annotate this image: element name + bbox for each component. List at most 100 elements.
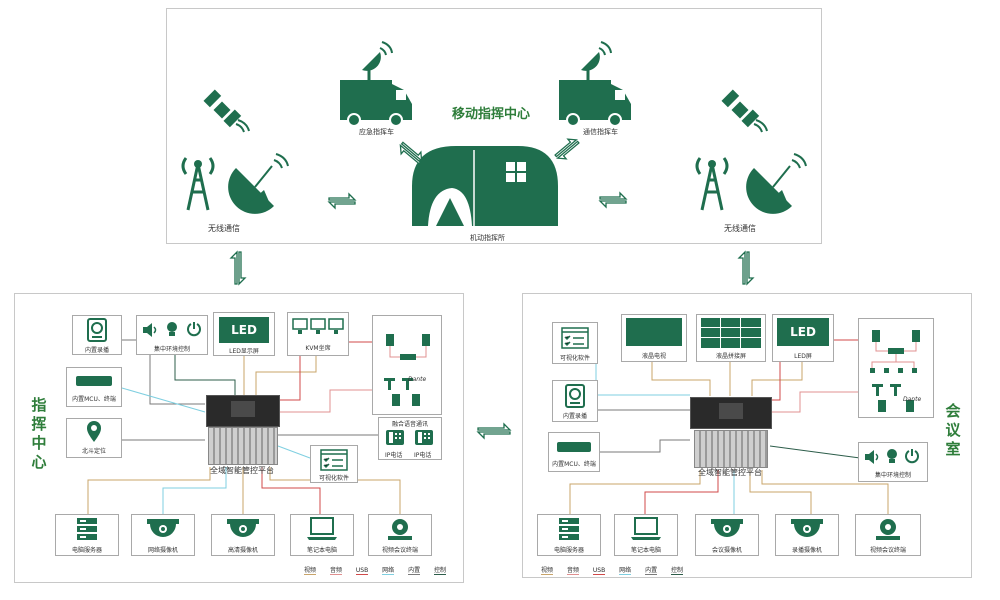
visual-software-label: 可视化软件: [318, 475, 349, 482]
video-wall-icon: [701, 318, 761, 348]
net-camera-label: 网络摄像机: [147, 547, 178, 554]
legend-item: 内置: [645, 567, 658, 575]
radio-tower-icon-left: [181, 157, 215, 211]
laptop-label-right: 笔记本电脑: [630, 547, 661, 554]
server-label: 电脑服务器: [71, 547, 102, 554]
legend-item: 控制: [671, 567, 684, 575]
satellite-dish-icon-left: [228, 153, 289, 214]
power-icon: [905, 449, 919, 464]
kvm-monitors-icon: [292, 318, 344, 334]
led-text-right: LED: [790, 325, 816, 339]
command-tent-label: 机动指挥所: [470, 234, 505, 242]
satellite-icon-right: [721, 89, 768, 133]
exchange-arrow-icon: [598, 191, 628, 209]
vc-terminal-label: 视频会议终端: [381, 547, 418, 554]
legend-item: USB: [355, 567, 369, 575]
platform-unit-bottom-right: [694, 430, 768, 468]
comm-van-icon: [559, 41, 631, 127]
visual-software-box-right: [552, 322, 598, 364]
checklist-window-icon: [320, 449, 348, 471]
right-legend: 视频 音频 USB 网络 内置 控制: [541, 565, 695, 575]
left-legend: 视频 音频 USB 网络 内置 控制: [304, 565, 458, 575]
platform-unit-top-right: [690, 397, 772, 429]
mcu-device-icon-right: [557, 442, 591, 452]
vertical-exchange-arrow-icon: [229, 250, 247, 286]
wireless-label-right: 无线通信: [724, 224, 756, 233]
dome-camera-icon: [711, 519, 743, 537]
env-control-box-right: [858, 442, 928, 482]
led-text: LED: [231, 323, 257, 337]
legend-item: 音频: [329, 567, 342, 575]
bulb-icon: [167, 322, 177, 336]
emergency-van-icon: [340, 41, 412, 127]
mobile-command-title: 移动指挥中心: [452, 107, 531, 122]
recorder-box: [72, 315, 122, 355]
laptop-label: 笔记本电脑: [306, 547, 337, 554]
platform-unit-bottom: [208, 427, 278, 465]
vc-terminal-label-right: 视频会议终端: [869, 547, 906, 554]
meeting-room-title: 会议室: [945, 402, 961, 458]
platform-label: 全域智能管控平台: [210, 466, 274, 475]
visual-software-box: [310, 445, 358, 483]
power-icon: [187, 322, 201, 337]
platform-unit-top: [206, 395, 280, 427]
env-control-label-right: 集中环境控制: [874, 472, 911, 479]
dome-camera-icon: [147, 519, 179, 537]
comm-vehicle-label: 通信指挥车: [583, 128, 618, 136]
led-display-label: LED显示屏: [229, 348, 259, 355]
server-icon: [77, 518, 97, 540]
conference-camera-icon: [876, 519, 900, 540]
record-camera-label: 录播摄像机: [791, 547, 822, 554]
dante-label: Dante: [408, 376, 427, 383]
hard-drive-icon: [565, 384, 585, 408]
legend-item: 控制: [434, 567, 447, 575]
led-screen-label: LED屏: [794, 353, 812, 360]
command-tent-icon: [412, 146, 558, 226]
legend-item: USB: [592, 567, 606, 575]
mcu-box: [66, 367, 122, 407]
kvm-label: KVM坐席: [305, 345, 331, 352]
ip-phone-label-1: IP电话: [385, 452, 403, 459]
exchange-arrow-icon: [476, 422, 512, 440]
recorder-label-right: 内置录播: [562, 413, 587, 420]
legend-item: 视频: [541, 567, 554, 575]
dome-camera-icon: [227, 519, 259, 537]
ip-phone-icon: [386, 430, 404, 445]
visual-software-label-right: 可视化软件: [559, 355, 590, 362]
audio-box: [372, 315, 442, 415]
env-control-label: 集中环境控制: [153, 346, 190, 353]
lcd-tv-screen: [626, 318, 682, 346]
bulb-icon: [887, 449, 897, 463]
mcu-label: 内置MCU、终端: [72, 396, 116, 403]
lcd-tv-label: 液晶电视: [641, 353, 666, 360]
radio-tower-icon-right: [695, 157, 729, 211]
legend-item: 视频: [304, 567, 317, 575]
audio-routing-icon: [384, 334, 430, 406]
dome-camera-icon: [791, 519, 823, 537]
speaker-icon: [143, 323, 157, 337]
led-screen-panel: LED: [777, 318, 829, 346]
wireless-label-left: 无线通信: [208, 224, 240, 233]
speaker-icon: [865, 450, 879, 464]
dante-label-right: Dante: [903, 396, 922, 403]
legend-item: 网络: [382, 567, 395, 575]
voice-comm-label: 融合语音通讯: [391, 421, 428, 428]
server-label-right: 电脑服务器: [553, 547, 584, 554]
command-center-title: 指挥中心: [31, 396, 47, 471]
platform-label-right: 全域智能管控平台: [698, 468, 762, 477]
ip-phone-label-2: IP电话: [414, 452, 432, 459]
satellite-icon-left: [203, 89, 250, 133]
mcu-box-right: [548, 432, 600, 472]
hard-drive-icon: [87, 318, 107, 342]
conference-camera-icon: [388, 519, 412, 540]
recorder-label: 内置录播: [84, 347, 109, 354]
laptop-icon: [631, 517, 661, 540]
ip-phone-icon: [415, 430, 433, 445]
laptop-icon: [307, 517, 337, 540]
exchange-arrow-icon: [327, 192, 357, 210]
legend-item: 网络: [619, 567, 632, 575]
hd-camera-label: 高清摄像机: [227, 547, 258, 554]
location-pin-icon: [87, 421, 101, 442]
satellite-dish-icon-right: [746, 153, 807, 214]
